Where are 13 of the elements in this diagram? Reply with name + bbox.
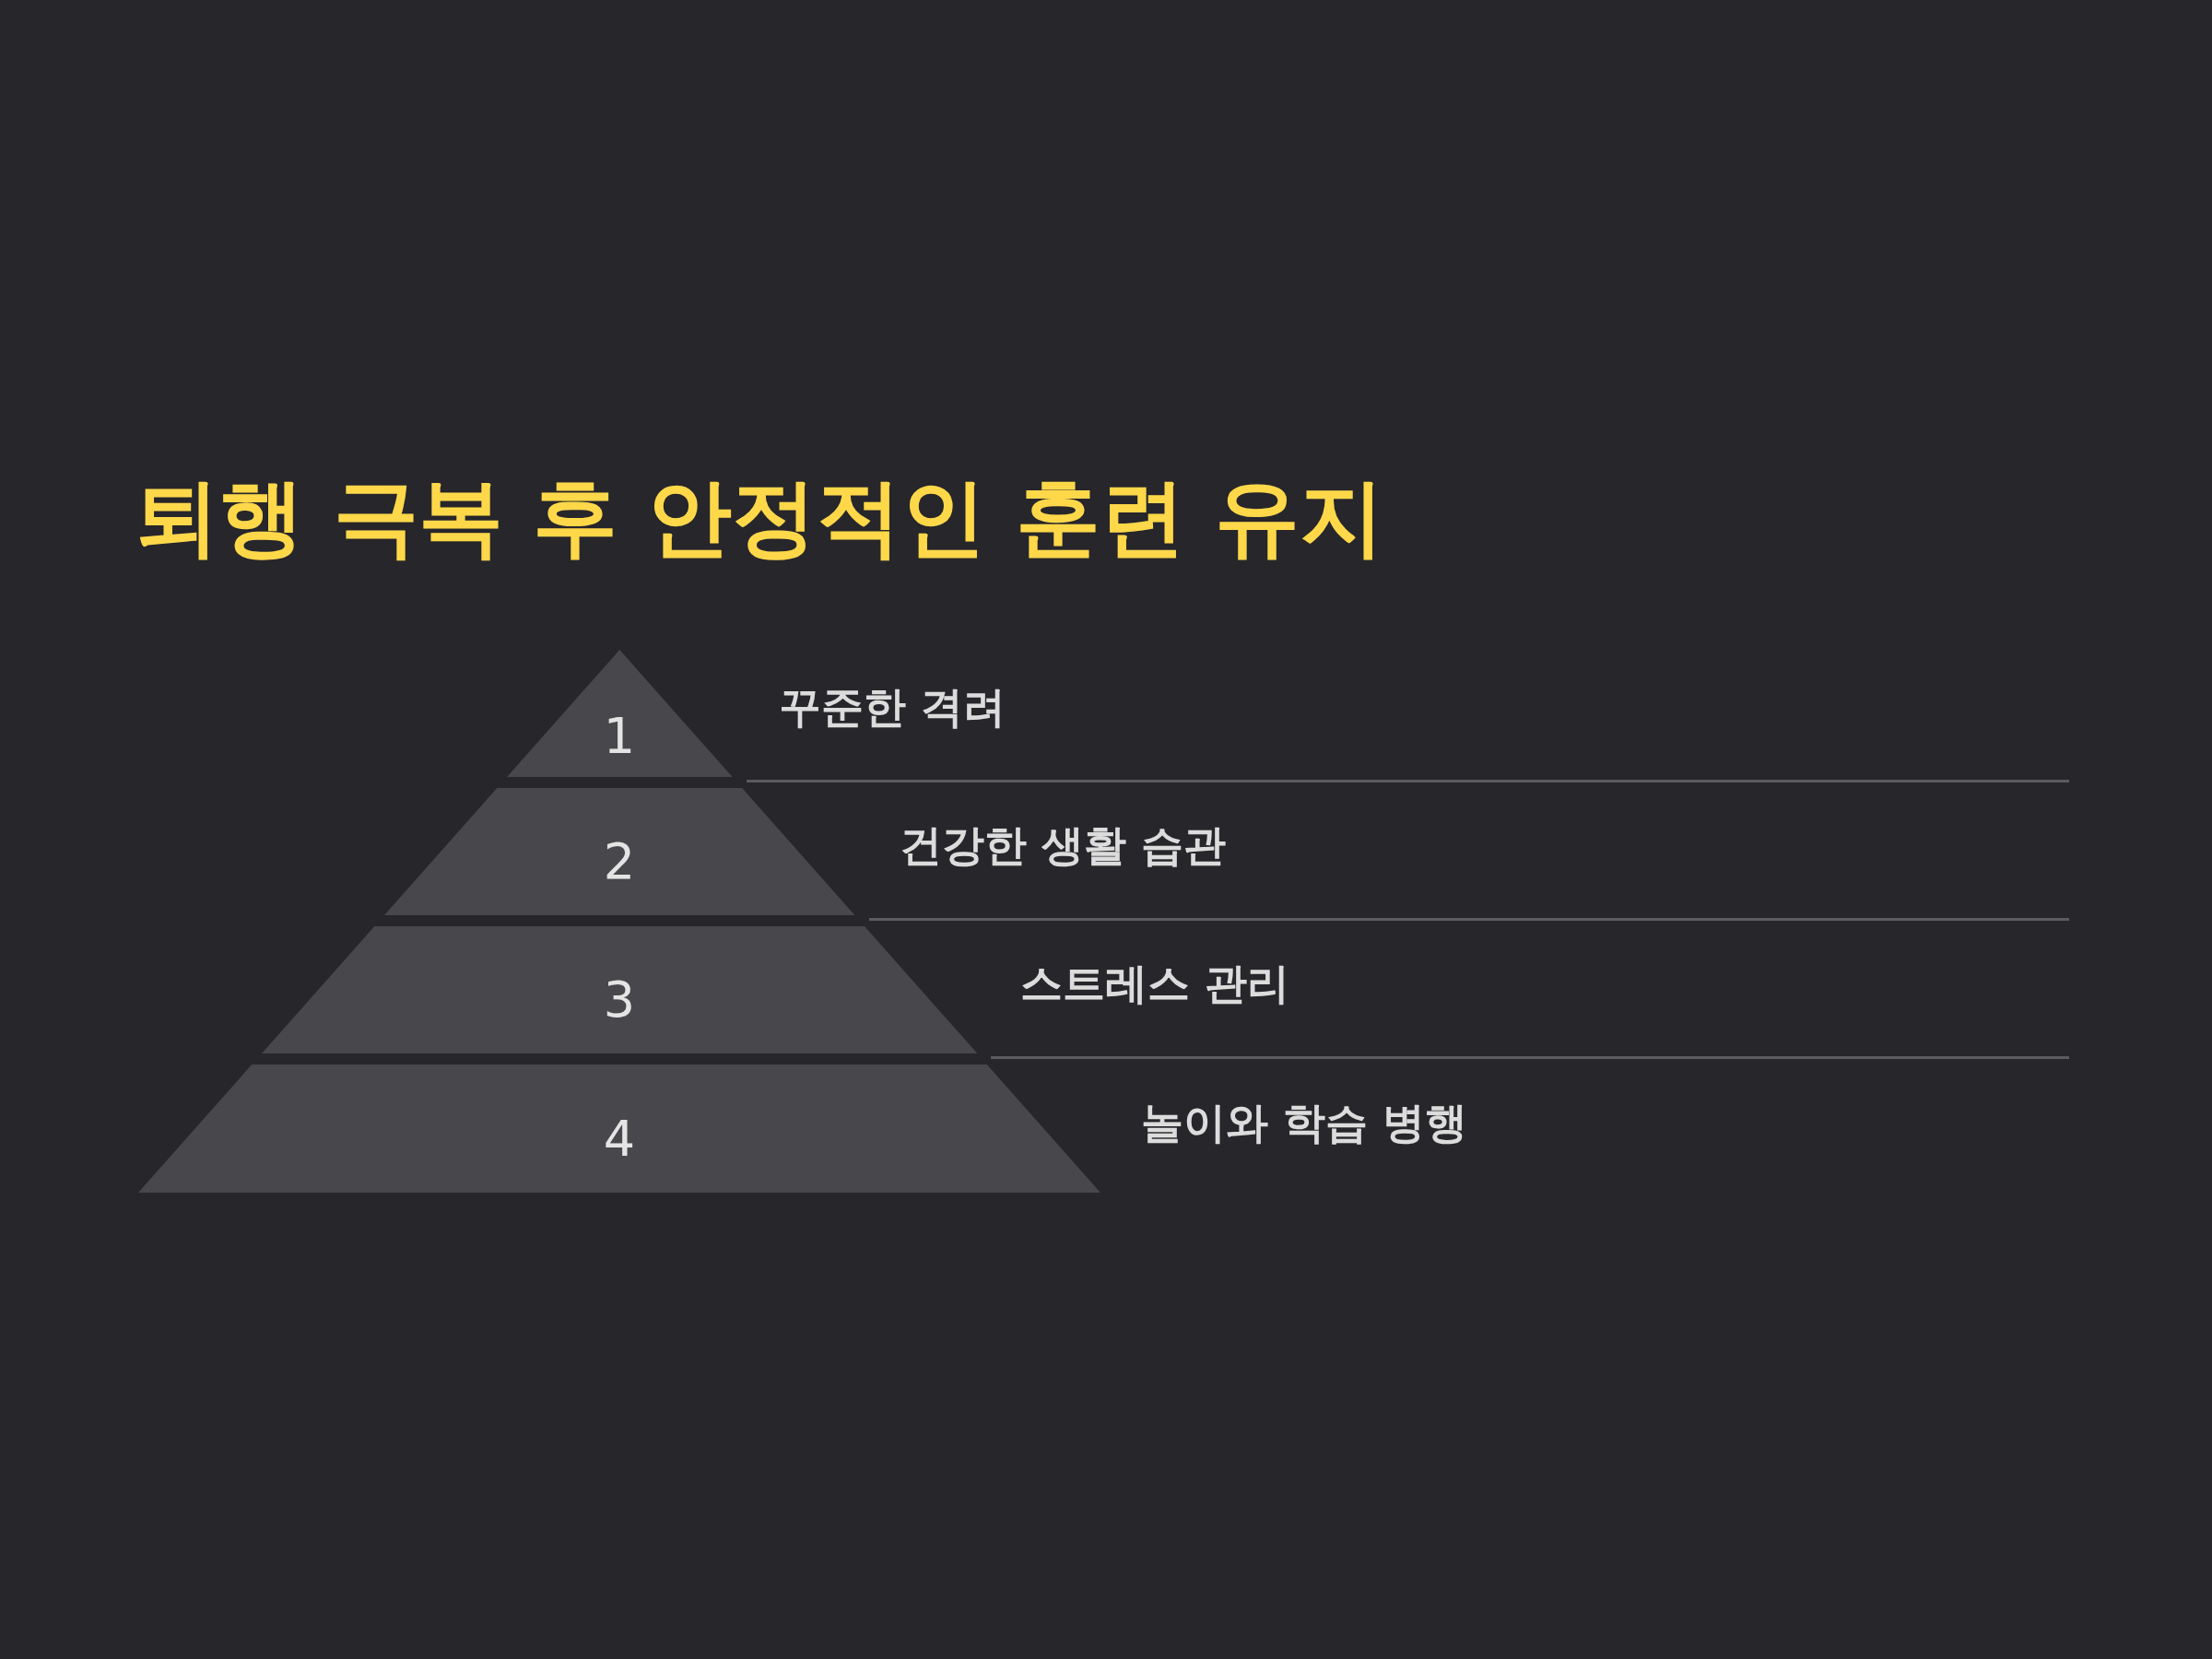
- tier-label: 건강한 생활 습관: [900, 824, 1227, 866]
- tier-label: 스트레스 관리: [1020, 962, 1289, 1005]
- pyramid-tier: [261, 926, 978, 1053]
- title: 퇴행 극복 후 안정적인 훈련 유지: [135, 467, 1385, 569]
- tier-label: 놀이와 학습 병행: [1141, 1100, 1468, 1144]
- tier-number: 4: [603, 1113, 636, 1164]
- pyramid-tier: [383, 788, 855, 915]
- tier-number: 1: [603, 712, 636, 761]
- pyramid-tier: [506, 650, 733, 777]
- tier-label: 꾸준한 격려: [779, 686, 1006, 728]
- tier-number: 3: [603, 975, 636, 1025]
- pyramid-tier: [138, 1065, 1100, 1193]
- tier-number: 2: [603, 837, 636, 887]
